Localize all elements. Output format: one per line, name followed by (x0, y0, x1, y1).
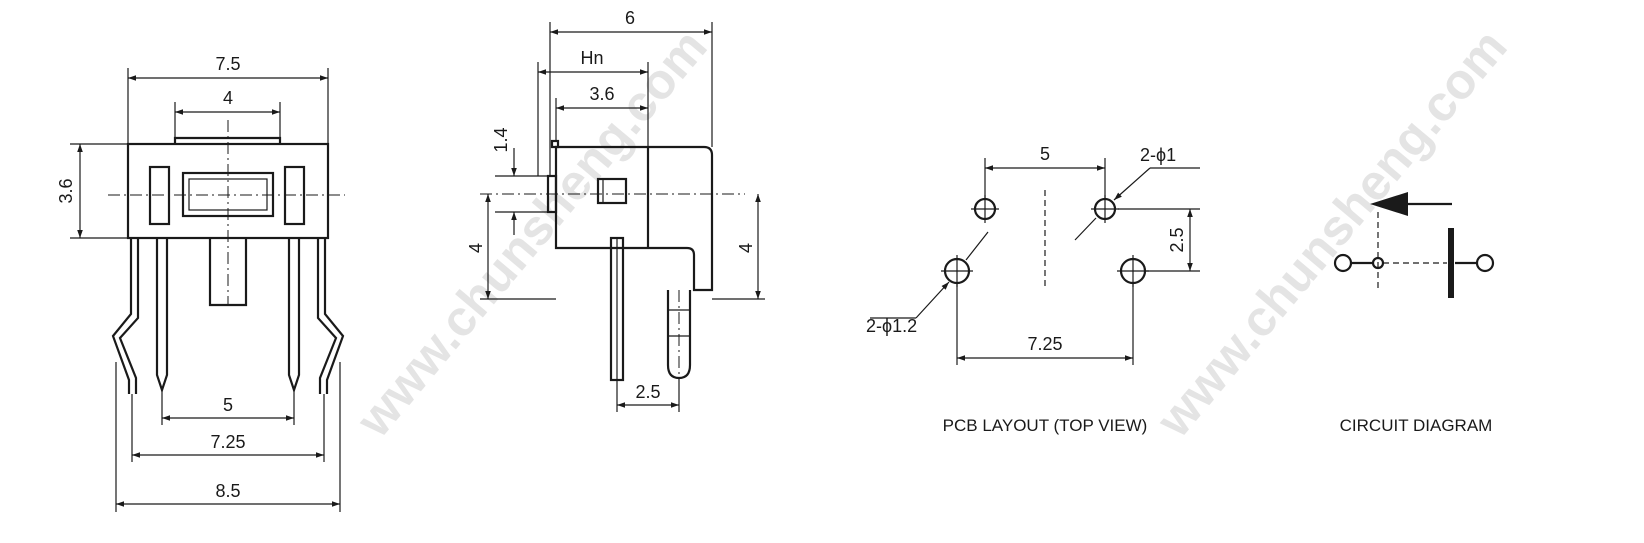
dim-actuator-travel: Hn (580, 48, 603, 68)
dim-pin-pitch-inner: 5 (223, 395, 233, 415)
dim-body-height: 3.6 (56, 178, 76, 203)
dim-actuator-width: 4 (223, 88, 233, 108)
dim-body-offset: 3.6 (589, 84, 614, 104)
dim-hole-pitch-bottom: 7.25 (1027, 334, 1062, 354)
circuit-diagram-caption: CIRCUIT DIAGRAM (1340, 416, 1493, 435)
circuit-diagram (1333, 192, 1495, 298)
dim-pin-spacing: 2.5 (635, 382, 660, 402)
dim-actuator-height: 1.4 (491, 127, 511, 152)
dim-small-hole: 2-ϕ1 (1140, 145, 1176, 165)
dim-row-offset: 2.5 (1167, 227, 1187, 252)
watermark-left: www.chunsheng.com (345, 19, 718, 448)
dim-overall-width: 8.5 (215, 481, 240, 501)
pcb-layout (870, 158, 1200, 365)
dim-total-width: 7.5 (215, 54, 240, 74)
pcb-layout-caption: PCB LAYOUT (TOP VIEW) (943, 416, 1148, 435)
front-view (70, 68, 345, 512)
dim-depth: 6 (625, 8, 635, 28)
svg-text:www.chunsheng.com: www.chunsheng.com (1145, 19, 1518, 448)
side-view (480, 22, 765, 412)
dim-right-height: 4 (736, 243, 756, 253)
watermark-right: www.chunsheng.com (1145, 19, 1518, 448)
dim-large-hole: 2-ϕ1.2 (866, 316, 917, 336)
svg-text:www.chunsheng.com: www.chunsheng.com (345, 19, 718, 448)
dim-left-height: 4 (466, 243, 486, 253)
dim-hole-pitch-top: 5 (1040, 144, 1050, 164)
dim-pin-pitch-outer: 7.25 (210, 432, 245, 452)
